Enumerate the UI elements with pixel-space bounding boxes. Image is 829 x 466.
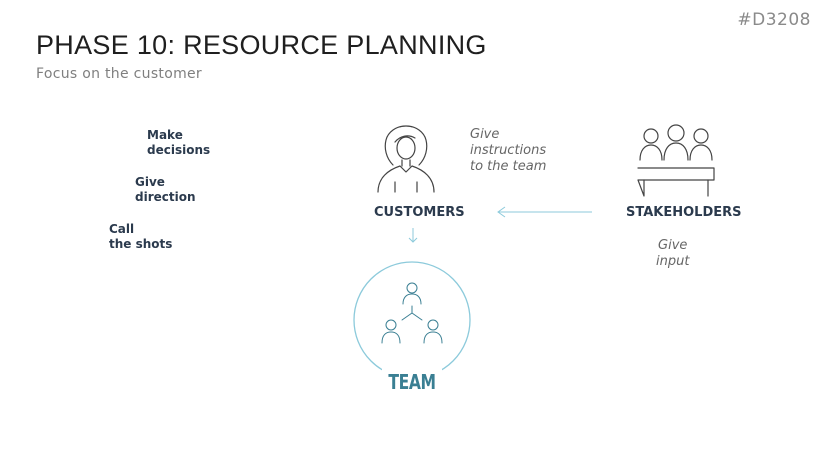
team-hierarchy-icon	[381, 282, 443, 344]
team-label: TEAM	[388, 370, 436, 394]
arrow-customers-to-team	[408, 228, 418, 243]
slide-id: #D3208	[737, 10, 811, 30]
page-title: PHASE 10: RESOURCE PLANNING	[36, 30, 487, 60]
stakeholders-note: Give input	[656, 238, 690, 269]
stakeholders-label: STAKEHOLDERS	[626, 205, 742, 220]
role-make-decisions: Make decisions	[147, 128, 211, 157]
customers-note: Give instructions to the team	[470, 127, 547, 174]
arrow-stakeholders-to-customers	[497, 206, 592, 218]
role-give-direction: Give direction	[135, 175, 196, 204]
group-at-desk-icon	[637, 124, 715, 197]
team-circle	[353, 261, 471, 379]
woman-person-icon	[377, 125, 435, 193]
customers-label: CUSTOMERS	[374, 205, 465, 220]
page-subtitle: Focus on the customer	[36, 66, 202, 82]
role-call-the-shots: Call the shots	[109, 222, 173, 251]
